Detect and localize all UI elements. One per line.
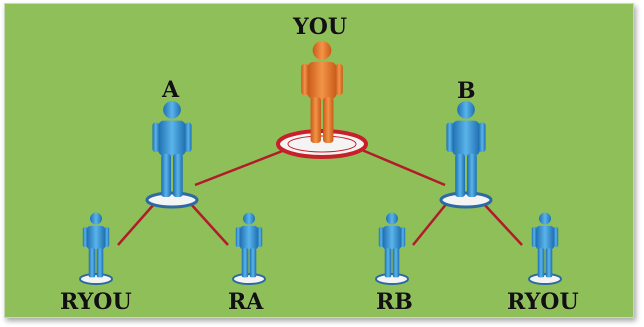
connector-you-b [361,148,446,187]
node-label-ra: RA [228,289,264,315]
connector-b-rb [412,202,448,246]
node-label-ryou-right: RYOU [507,289,579,315]
person-icon-b [446,100,486,198]
person-icon-ryou-right [531,212,559,278]
connector-b-ryou [482,202,523,246]
connector-a-ryou [117,202,156,246]
base-ring-rb [375,273,409,285]
base-ring-ryou-right [528,273,562,285]
connector-lines [117,148,523,246]
person-icon-you [301,41,343,143]
node-label-b: B [457,78,476,104]
base-ring-ryou-left [79,273,113,285]
node-label-ryou-left: RYOU [60,289,132,315]
node-label-you: YOU [293,14,348,40]
person-icon-rb [378,212,406,278]
base-ring-you-inner [287,135,357,153]
person-icon-a [152,100,192,198]
person-icon-ryou-left [82,212,110,278]
node-label-rb: RB [376,289,413,315]
connector-a-ra [189,202,229,246]
base-rings [79,129,562,285]
base-ring-you [276,129,368,159]
connector-you-a [194,148,286,187]
base-ring-ra [232,273,266,285]
base-ring-a [145,191,199,209]
base-ring-b [439,191,493,209]
node-label-a: A [162,77,180,103]
person-icon-ra [235,212,263,278]
